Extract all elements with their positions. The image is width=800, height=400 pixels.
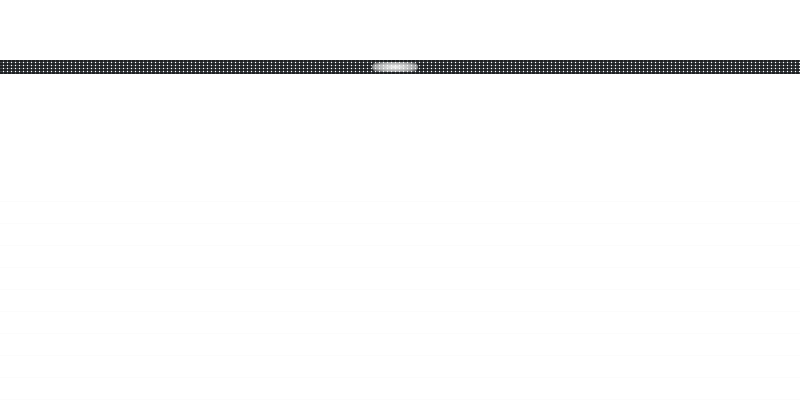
blank-content-area (0, 190, 800, 400)
strip-highlight (372, 62, 418, 72)
